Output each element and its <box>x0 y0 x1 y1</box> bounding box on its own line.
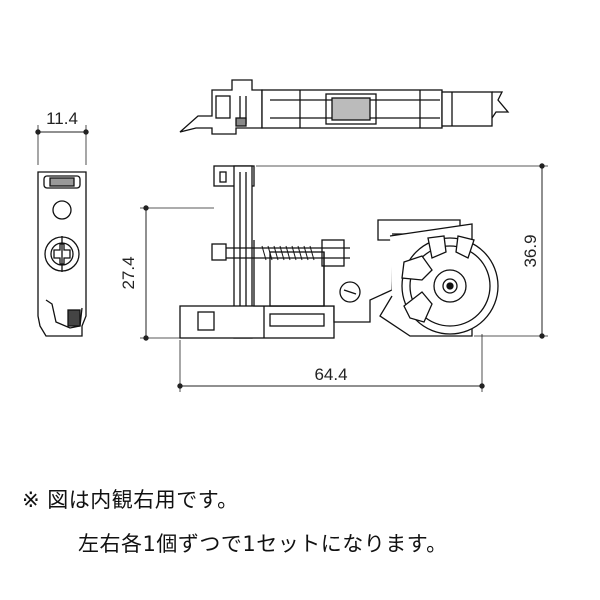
front-view <box>179 165 499 339</box>
side-view <box>37 171 87 337</box>
note-line-1: ※ 図は内観右用です。 <box>22 488 239 512</box>
dimension-lines <box>35 125 548 392</box>
note-line-2: 左右各1個ずつで1セットになります。 <box>78 532 448 556</box>
dimension-side-width: 11.4 <box>46 109 78 128</box>
dimension-length: 64.4 <box>314 365 347 384</box>
dimension-height-right: 36.9 <box>521 234 540 267</box>
top-view <box>179 79 510 135</box>
dimension-height-left: 27.4 <box>119 256 138 289</box>
